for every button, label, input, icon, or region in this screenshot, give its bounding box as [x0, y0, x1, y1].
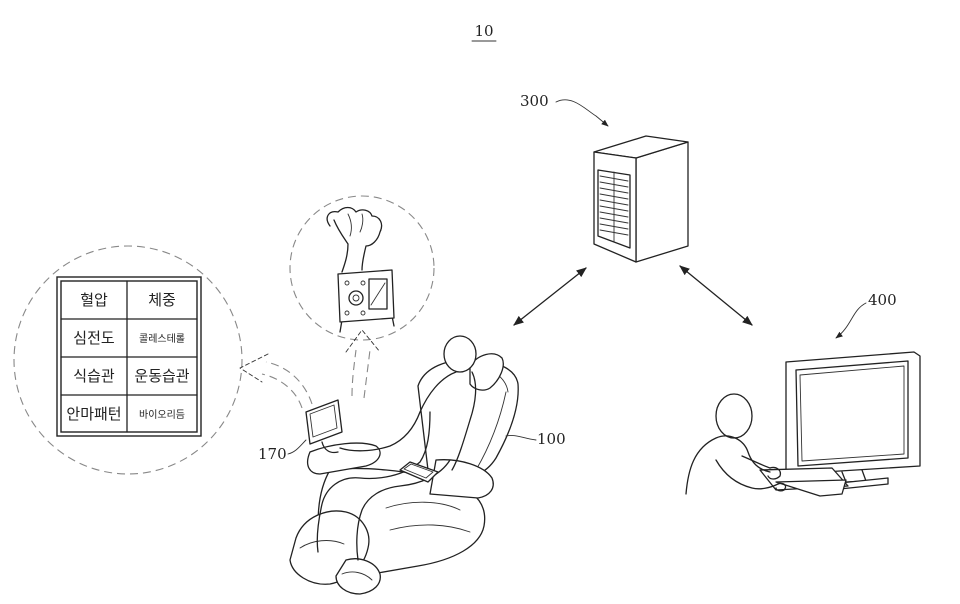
server-computer-link-arrow [679, 265, 753, 326]
seated-user-icon [316, 335, 477, 561]
health-info-bubble [13, 245, 243, 475]
server-icon [593, 135, 689, 263]
wrist-monitor-bubble [289, 195, 435, 341]
display-leader-line [287, 439, 307, 455]
table-cell: 심전도 [73, 329, 115, 347]
table-cell: 안마패턴 [66, 405, 121, 423]
server-ref-label: 300 [520, 92, 549, 110]
health-info-table: 혈압 체중 심전도 콜레스테롤 식습관 운동습관 안마패턴 바이오리듬 [56, 276, 202, 437]
table-cell: 콜레스테롤 [139, 333, 185, 345]
table-cell: 혈압 [80, 291, 108, 309]
display-ref-label: 170 [258, 445, 287, 463]
table-cell: 식습관 [73, 367, 115, 385]
computer-ref-label: 400 [868, 291, 897, 309]
system-ref-label: 10 [474, 22, 493, 40]
table-cell: 운동습관 [134, 367, 189, 385]
server-chair-link-arrow [513, 267, 587, 326]
data-flow-arrow-to-wrist [345, 329, 381, 399]
wrist-blood-pressure-monitor-icon [326, 206, 395, 333]
chair-display-icon [305, 399, 343, 454]
smartphone-icon [399, 461, 439, 483]
massage-chair-icon [289, 353, 519, 595]
data-flow-arrow-to-table [239, 353, 313, 409]
operator-person-icon [685, 393, 787, 495]
server-drive-slots [599, 171, 629, 243]
table-cell: 바이오리듬 [139, 409, 185, 421]
keyboard-icon [759, 467, 849, 497]
chair-leader-line [505, 435, 537, 441]
server-leader-line [555, 99, 609, 127]
computer-leader-line [835, 302, 867, 339]
chair-ref-label: 100 [537, 430, 566, 448]
computer-workstation [685, 351, 921, 497]
table-cell: 체중 [148, 291, 176, 309]
